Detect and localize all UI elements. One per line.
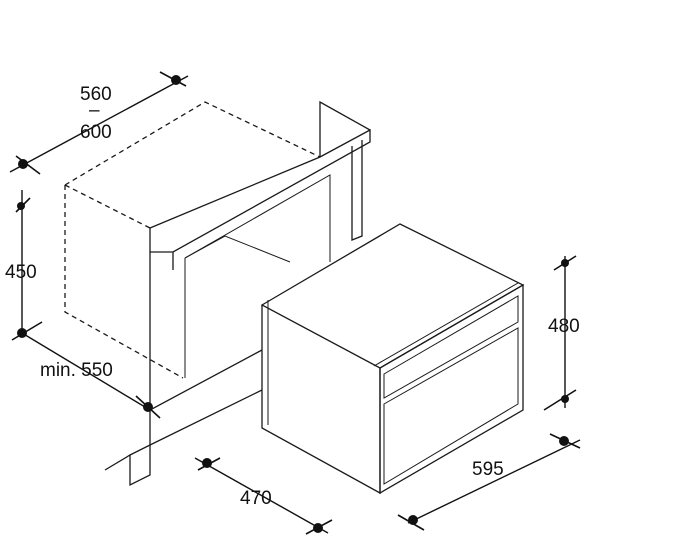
- dimension-niche-height: 450: [5, 190, 43, 341]
- dimension-appliance-height: 480: [543, 255, 580, 411]
- appliance-width-label: 595: [472, 459, 504, 480]
- countertop-back-edge: [319, 100, 371, 157]
- dimension-marker: [561, 259, 569, 267]
- dimension-marker: [559, 436, 569, 446]
- min-depth-label: min. 550: [40, 360, 113, 381]
- niche-inner-opening: [184, 174, 331, 262]
- niche-inner-top-rail: [184, 235, 291, 263]
- dimension-marker: [202, 458, 212, 468]
- countertop: [149, 128, 371, 253]
- dimension-min-depth: min. 550: [21, 332, 161, 419]
- dimension-marker: [18, 159, 28, 169]
- appliance-height-label: 480: [548, 316, 580, 337]
- kitchen-cabinet: [64, 100, 371, 487]
- niche-outline-left: [64, 185, 184, 379]
- niche-outline-back: [64, 101, 321, 186]
- width-min-label: 560: [80, 84, 112, 105]
- dimension-appliance-width: 595: [397, 433, 581, 531]
- width-max-label: 600: [80, 122, 112, 143]
- plinth: [104, 349, 263, 487]
- width-separator: –: [89, 100, 100, 121]
- plinth-front: [129, 444, 151, 456]
- cabinet-depth-label: 470: [240, 488, 272, 509]
- floor-line: [149, 389, 263, 446]
- dimension-width: 560 – 600: [9, 71, 189, 175]
- oven-top: [260, 223, 525, 369]
- dimension-cabinet-depth: 470: [194, 457, 333, 535]
- dimension-marker: [143, 402, 153, 412]
- oven-left-side: [261, 305, 381, 495]
- dimension-marker: [408, 515, 418, 525]
- niche-height-label: 450: [5, 262, 37, 283]
- niche-outline-top: [64, 184, 151, 229]
- oven-front-inner: [373, 282, 519, 367]
- dimension-marker: [17, 202, 25, 210]
- oven-front-frame: [379, 283, 524, 495]
- cabinet-right-side: [351, 140, 363, 241]
- dimension-marker: [561, 395, 569, 403]
- dimension-marker: [171, 75, 181, 85]
- oven-control-panel: [383, 295, 519, 399]
- dimension-marker: [313, 523, 323, 533]
- oven-door: [383, 327, 519, 485]
- oven-appliance: [260, 223, 525, 495]
